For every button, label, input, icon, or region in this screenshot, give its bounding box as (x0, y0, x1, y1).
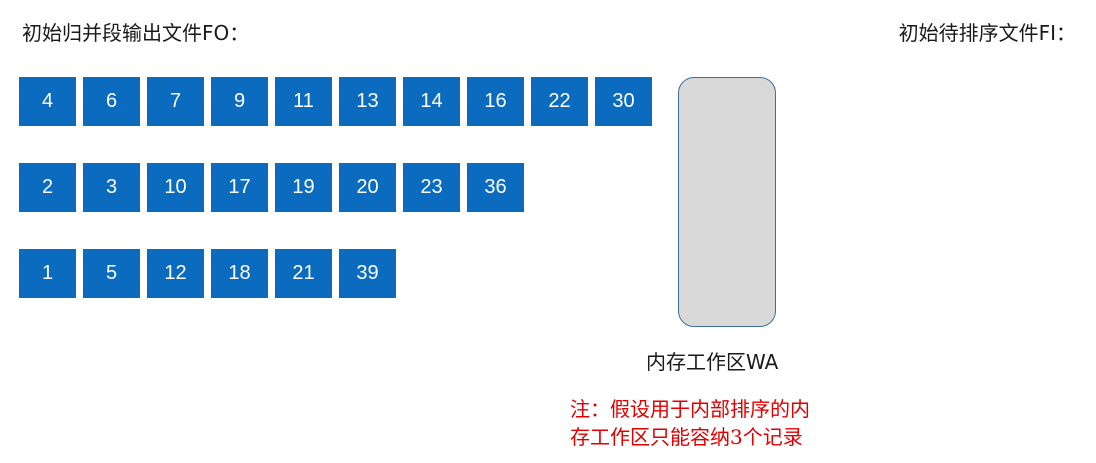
record-box: 23 (403, 163, 460, 212)
record-box: 16 (467, 77, 524, 126)
record-box: 13 (339, 77, 396, 126)
workspace-box (678, 77, 776, 327)
record-box: 30 (595, 77, 652, 126)
record-box: 2 (19, 163, 76, 212)
record-box: 3 (83, 163, 140, 212)
workspace-label: 内存工作区WA (646, 350, 779, 374)
run-2: 2 3 10 17 19 20 23 36 (19, 163, 524, 212)
note-line-2: 存工作区只能容纳3个记录 (570, 425, 803, 449)
record-box: 11 (275, 77, 332, 126)
record-box: 20 (339, 163, 396, 212)
note-text: 注：假设用于内部排序的内 存工作区只能容纳3个记录 (570, 395, 810, 451)
record-box: 19 (275, 163, 332, 212)
record-box: 10 (147, 163, 204, 212)
record-box: 18 (211, 249, 268, 298)
record-box: 5 (83, 249, 140, 298)
record-box: 22 (531, 77, 588, 126)
record-box: 7 (147, 77, 204, 126)
run-3: 1 5 12 18 21 39 (19, 249, 396, 298)
record-box: 14 (403, 77, 460, 126)
output-file-title: 初始归并段输出文件FO： (22, 21, 250, 45)
record-box: 36 (467, 163, 524, 212)
note-line-1: 注：假设用于内部排序的内 (570, 397, 810, 421)
record-box: 6 (83, 77, 140, 126)
record-box: 21 (275, 249, 332, 298)
run-1: 4 6 7 9 11 13 14 16 22 30 (19, 77, 652, 126)
input-file-title: 初始待排序文件FI： (898, 21, 1076, 45)
record-box: 9 (211, 77, 268, 126)
record-box: 39 (339, 249, 396, 298)
record-box: 12 (147, 249, 204, 298)
record-box: 17 (211, 163, 268, 212)
record-box: 4 (19, 77, 76, 126)
record-box: 1 (19, 249, 76, 298)
